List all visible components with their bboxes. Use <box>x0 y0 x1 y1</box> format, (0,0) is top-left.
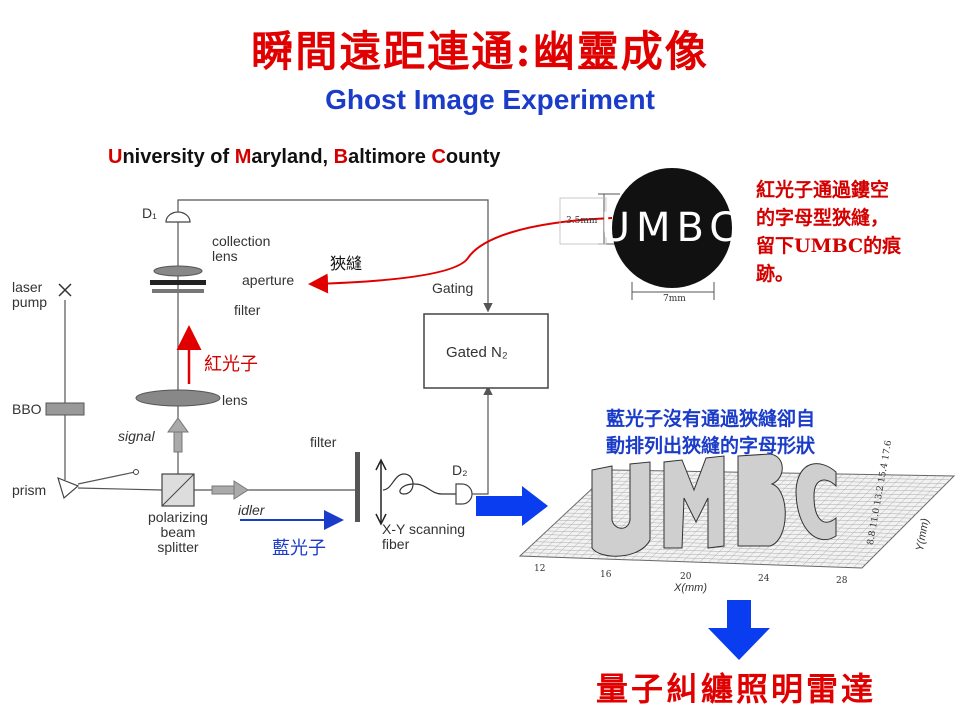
blue-photon-note: 藍光子沒有通過狹縫卻自 動排列出狹縫的字母形狀 <box>606 406 815 460</box>
univ-text-2: aryland, <box>251 146 334 168</box>
prism-side-beam <box>77 471 136 485</box>
mesh-line <box>853 475 946 568</box>
univ-letter-c: C <box>431 146 446 168</box>
lens <box>135 389 221 407</box>
beam-dump <box>133 469 139 475</box>
x-tick: 24 <box>758 574 770 584</box>
univ-letter-m: M <box>234 146 252 168</box>
note-blue-line: 動排列出狹縫的字母形狀 <box>606 435 816 457</box>
xy-scan-head-up <box>375 458 387 471</box>
peak-m <box>663 455 725 549</box>
filter-bottom <box>355 452 360 522</box>
signal-arrow-head <box>167 417 189 433</box>
d1-label: D₁ <box>142 205 157 221</box>
univ-letter-u: U <box>108 146 123 168</box>
big-arrow-right <box>476 486 548 526</box>
d1-wire <box>177 199 493 313</box>
slit-pointer-arrow <box>308 217 613 294</box>
univ-text-3: altimore <box>348 146 432 168</box>
bbo-label: BBO <box>12 401 42 417</box>
gating-label: Gating <box>432 280 474 296</box>
umbc-width-label: 7mm <box>663 294 686 304</box>
collection-lens <box>153 265 203 277</box>
d1-detector <box>165 211 191 223</box>
note-red-line: 留下UMBC的痕 <box>756 235 902 257</box>
fiber-loop <box>382 473 456 495</box>
idler-arrow-head <box>233 480 249 500</box>
filter-bottom-label: filter <box>310 434 337 450</box>
red-photon-label: 紅光子 <box>204 354 258 375</box>
mesh-line <box>801 474 895 567</box>
univ-text-4: ounty <box>445 146 501 168</box>
note-red-line: 的字母型狹縫， <box>756 207 890 229</box>
x-tick: 16 <box>600 570 612 580</box>
filter-top <box>152 289 204 293</box>
idler-label: idler <box>238 502 265 518</box>
red-photon-note: 紅光子通過鏤空 的字母型狹縫， 留下UMBC的痕 跡。 <box>756 176 901 288</box>
xy-scan-head-down <box>375 513 387 526</box>
prism <box>57 476 80 500</box>
prism-beam <box>77 487 163 491</box>
peak-c <box>795 463 837 541</box>
mesh-line <box>784 474 878 566</box>
univ-text-1: niversity of <box>122 146 235 168</box>
prism-label: prism <box>12 482 47 498</box>
mesh-line <box>827 475 920 567</box>
laser-pump-label: laser pump <box>12 279 48 310</box>
umbc-slit-disc: UMBC <box>601 168 737 288</box>
signal-label: signal <box>118 428 155 444</box>
idler-arrow-shaft <box>211 485 235 495</box>
note-red-line: 跡。 <box>756 263 795 285</box>
peak-u <box>591 461 651 557</box>
blue-photon-label: 藍光子 <box>272 538 326 559</box>
page-title: 瞬間遠距連通:幽靈成像 <box>251 27 709 76</box>
pbs-label: polarizing beam splitter <box>148 509 208 555</box>
pbs-diagonal <box>161 473 195 507</box>
mesh-line <box>819 475 912 567</box>
aperture <box>150 280 206 285</box>
gated-n2-label: Gated N₂ <box>446 344 508 361</box>
d2-wire <box>472 385 493 495</box>
peak-b <box>737 453 786 547</box>
mesh-line <box>536 470 630 557</box>
university-name: University of Maryland, Baltimore County <box>108 146 500 169</box>
gated-n2-box <box>423 313 549 389</box>
mesh-line <box>776 474 869 566</box>
univ-letter-b: B <box>333 146 349 168</box>
mesh-line <box>836 475 929 568</box>
mesh-line <box>793 474 886 566</box>
laser-pump-mark <box>58 283 72 297</box>
mesh-line <box>810 474 903 567</box>
big-arrow-down <box>708 600 770 660</box>
x-tick: 28 <box>836 576 848 586</box>
mesh-line <box>742 473 835 564</box>
slit-label: 狹縫 <box>330 254 363 273</box>
d2-detector <box>455 483 473 505</box>
x-tick: 12 <box>534 564 546 574</box>
umbc-height-label: 3.5mm <box>566 216 598 226</box>
x-tick: 20 <box>680 572 692 582</box>
signal-arrow-shaft <box>173 429 183 453</box>
xy-scanning-label: X-Y scanning fiber <box>382 521 466 552</box>
aperture-label: aperture <box>242 272 295 288</box>
collection-lens-label: collection lens <box>212 233 271 264</box>
conclusion-text: 量子糾纏照明雷達 <box>596 670 877 708</box>
lens-label: lens <box>222 392 248 408</box>
mesh-line <box>750 473 844 565</box>
mesh-line <box>844 475 938 568</box>
d2-label: D₂ <box>452 462 468 478</box>
bbo-crystal <box>45 402 85 416</box>
ghost-image-plot <box>518 453 956 569</box>
note-red-line: 紅光子通過鏤空 <box>756 179 890 201</box>
filter-top-label: filter <box>234 302 261 318</box>
note-blue-line: 藍光子沒有通過狹縫卻自 <box>606 408 816 430</box>
x-axis-label: X(mm) <box>674 582 707 594</box>
page-subtitle: Ghost Image Experiment <box>325 84 655 115</box>
